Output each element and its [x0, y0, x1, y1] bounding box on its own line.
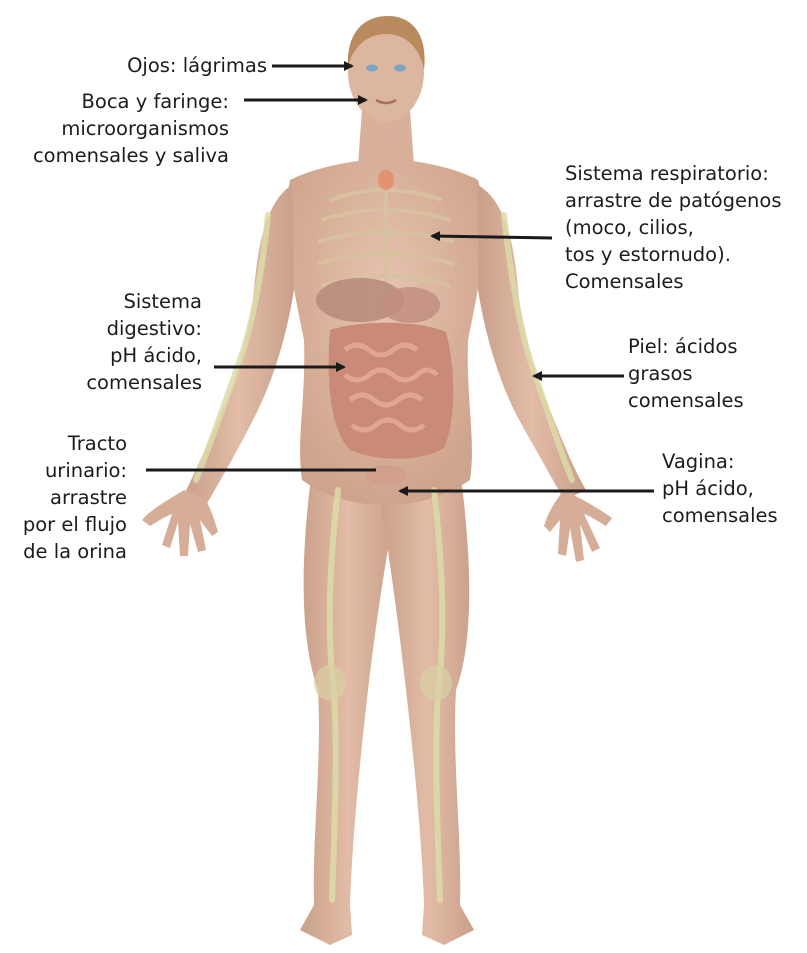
label-line: arrastre de patógenos: [565, 187, 781, 214]
right-leg: [380, 470, 474, 945]
label-line: de la orina: [23, 538, 127, 565]
label-line: comensales y saliva: [33, 142, 229, 169]
label-digestivo: Sistema digestivo: pH ácido, comensales: [86, 288, 202, 396]
label-line: Tracto: [23, 430, 127, 457]
label-line: Sistema respiratorio:: [565, 160, 781, 187]
label-line: pH ácido,: [86, 342, 202, 369]
label-line: urinario:: [23, 457, 127, 484]
arrow-respiratorio: [432, 236, 552, 238]
left-leg: [300, 470, 396, 945]
right-hand: [544, 490, 612, 562]
label-line: Ojos: lágrimas: [127, 52, 267, 79]
label-line: grasos: [628, 360, 744, 387]
label-boca: Boca y faringe: microorganismos comensal…: [33, 88, 229, 169]
label-line: digestivo:: [86, 315, 202, 342]
label-line: comensales: [628, 387, 744, 414]
label-respiratorio: Sistema respiratorio: arrastre de patóge…: [565, 160, 781, 295]
label-line: pH ácido,: [662, 475, 778, 502]
label-line: tos y estornudo).: [565, 241, 781, 268]
label-urinario: Tracto urinario: arrastre por el flujo d…: [23, 430, 127, 565]
label-line: arrastre: [23, 484, 127, 511]
label-vagina: Vagina: pH ácido, comensales: [662, 448, 778, 529]
label-line: comensales: [662, 502, 778, 529]
label-line: Boca y faringe:: [33, 88, 229, 115]
label-line: (moco, cilios,: [565, 214, 781, 241]
label-line: Sistema: [86, 288, 202, 315]
intestines: [329, 323, 454, 459]
label-line: Vagina:: [662, 448, 778, 475]
label-ojos: Ojos: lágrimas: [127, 52, 267, 79]
label-line: comensales: [86, 369, 202, 396]
label-line: Piel: ácidos: [628, 333, 744, 360]
label-line: Comensales: [565, 268, 781, 295]
label-line: microorganismos: [33, 115, 229, 142]
label-line: por el flujo: [23, 511, 127, 538]
label-piel: Piel: ácidos grasos comensales: [628, 333, 744, 414]
